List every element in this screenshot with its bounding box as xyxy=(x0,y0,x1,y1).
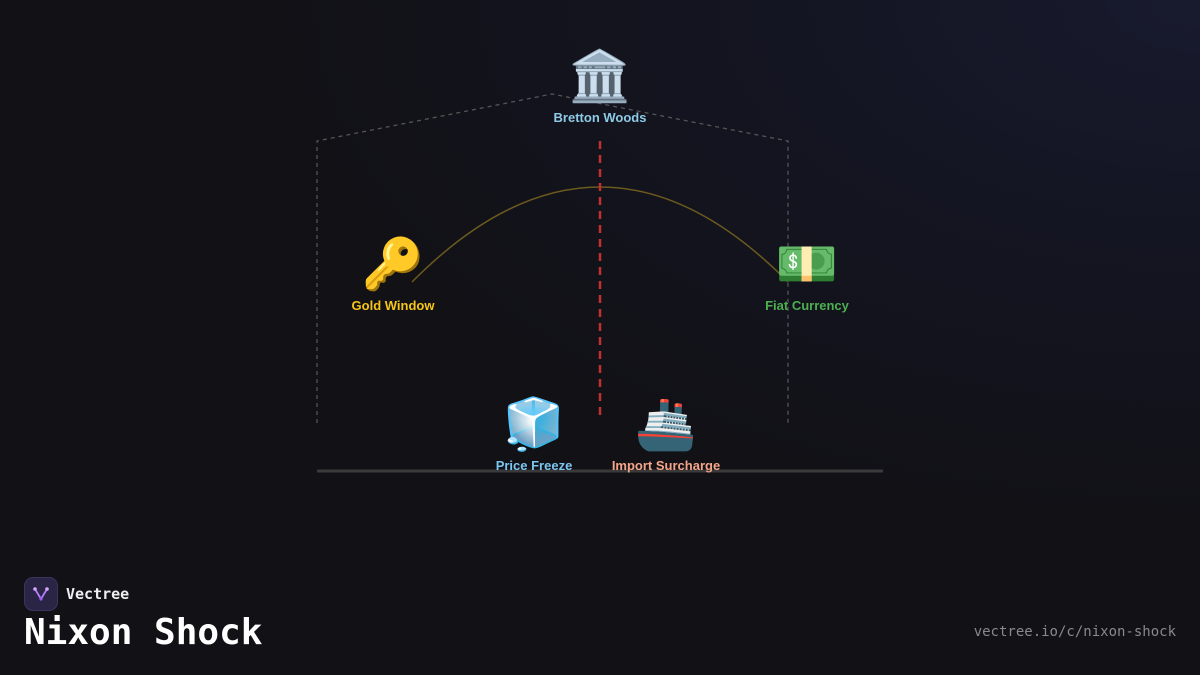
ice-cube-icon: 🧊 xyxy=(502,395,566,453)
page-title: Nixon Shock xyxy=(24,612,263,653)
brand: Vectree xyxy=(24,577,129,611)
node-bretton-woods: 🏛️ Bretton Woods xyxy=(554,46,647,125)
node-import-surcharge: 🚢 Import Surcharge xyxy=(612,394,720,473)
node-label: Fiat Currency xyxy=(765,298,849,313)
node-gold-window: 🔑 Gold Window xyxy=(352,234,435,313)
outline-roof xyxy=(316,93,789,423)
vectree-logo-icon xyxy=(24,577,58,611)
key-icon: 🔑 xyxy=(361,235,425,293)
node-label: Price Freeze xyxy=(495,458,573,473)
page-url[interactable]: vectree.io/c/nixon-shock xyxy=(973,624,1176,640)
node-label: Gold Window xyxy=(351,298,435,313)
node-label: Bretton Woods xyxy=(553,110,647,125)
classical-building-icon: 🏛️ xyxy=(568,47,632,105)
node-label: Import Surcharge xyxy=(611,458,721,473)
brand-name: Vectree xyxy=(66,585,130,603)
node-price-freeze: 🧊 Price Freeze xyxy=(496,394,573,473)
ship-icon: 🚢 xyxy=(634,395,698,453)
dollar-banknote-icon: 💵 xyxy=(775,235,839,293)
node-fiat-currency: 💵 Fiat Currency xyxy=(765,234,849,313)
